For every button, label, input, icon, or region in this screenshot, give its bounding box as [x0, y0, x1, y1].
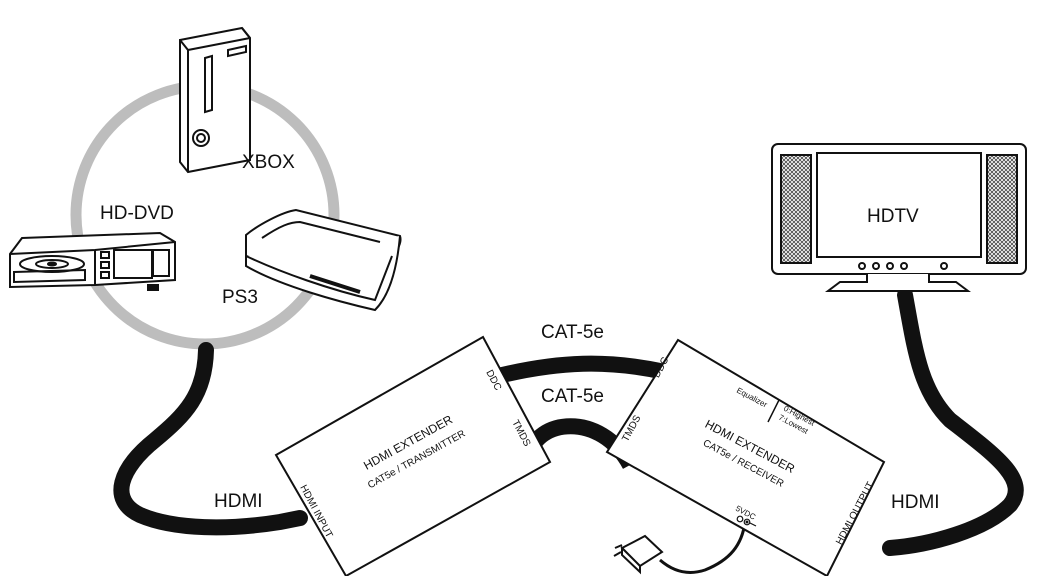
- hdtv-icon: [771, 143, 1027, 292]
- hdtv-label: HDTV: [867, 206, 919, 227]
- hddvd-player-icon: [9, 231, 176, 291]
- hdmi-label-right: HDMI: [891, 492, 940, 513]
- transmitter-box: [274, 335, 552, 576]
- cat5e-label-top: CAT-5e: [541, 322, 604, 343]
- hddvd-label: HD-DVD: [100, 203, 174, 224]
- hdmi-cable-left: [113, 342, 308, 536]
- ps3-icon: [245, 208, 402, 312]
- power-cord: [659, 521, 747, 574]
- cat5e-label-bottom: CAT-5e: [541, 386, 604, 407]
- xbox-icon: [179, 26, 251, 174]
- hdmi-cable-right: [882, 287, 1024, 556]
- cat5e-cable-ddc: [488, 355, 667, 386]
- receiver-box: [605, 338, 886, 576]
- ps3-label: PS3: [222, 287, 258, 308]
- hdmi-label-left: HDMI: [214, 491, 263, 512]
- equalizer-bracket: [767, 399, 780, 423]
- xbox-label: XBOX: [242, 152, 295, 173]
- power-jack-icon: [736, 515, 757, 527]
- power-adapter-icon: [613, 534, 664, 575]
